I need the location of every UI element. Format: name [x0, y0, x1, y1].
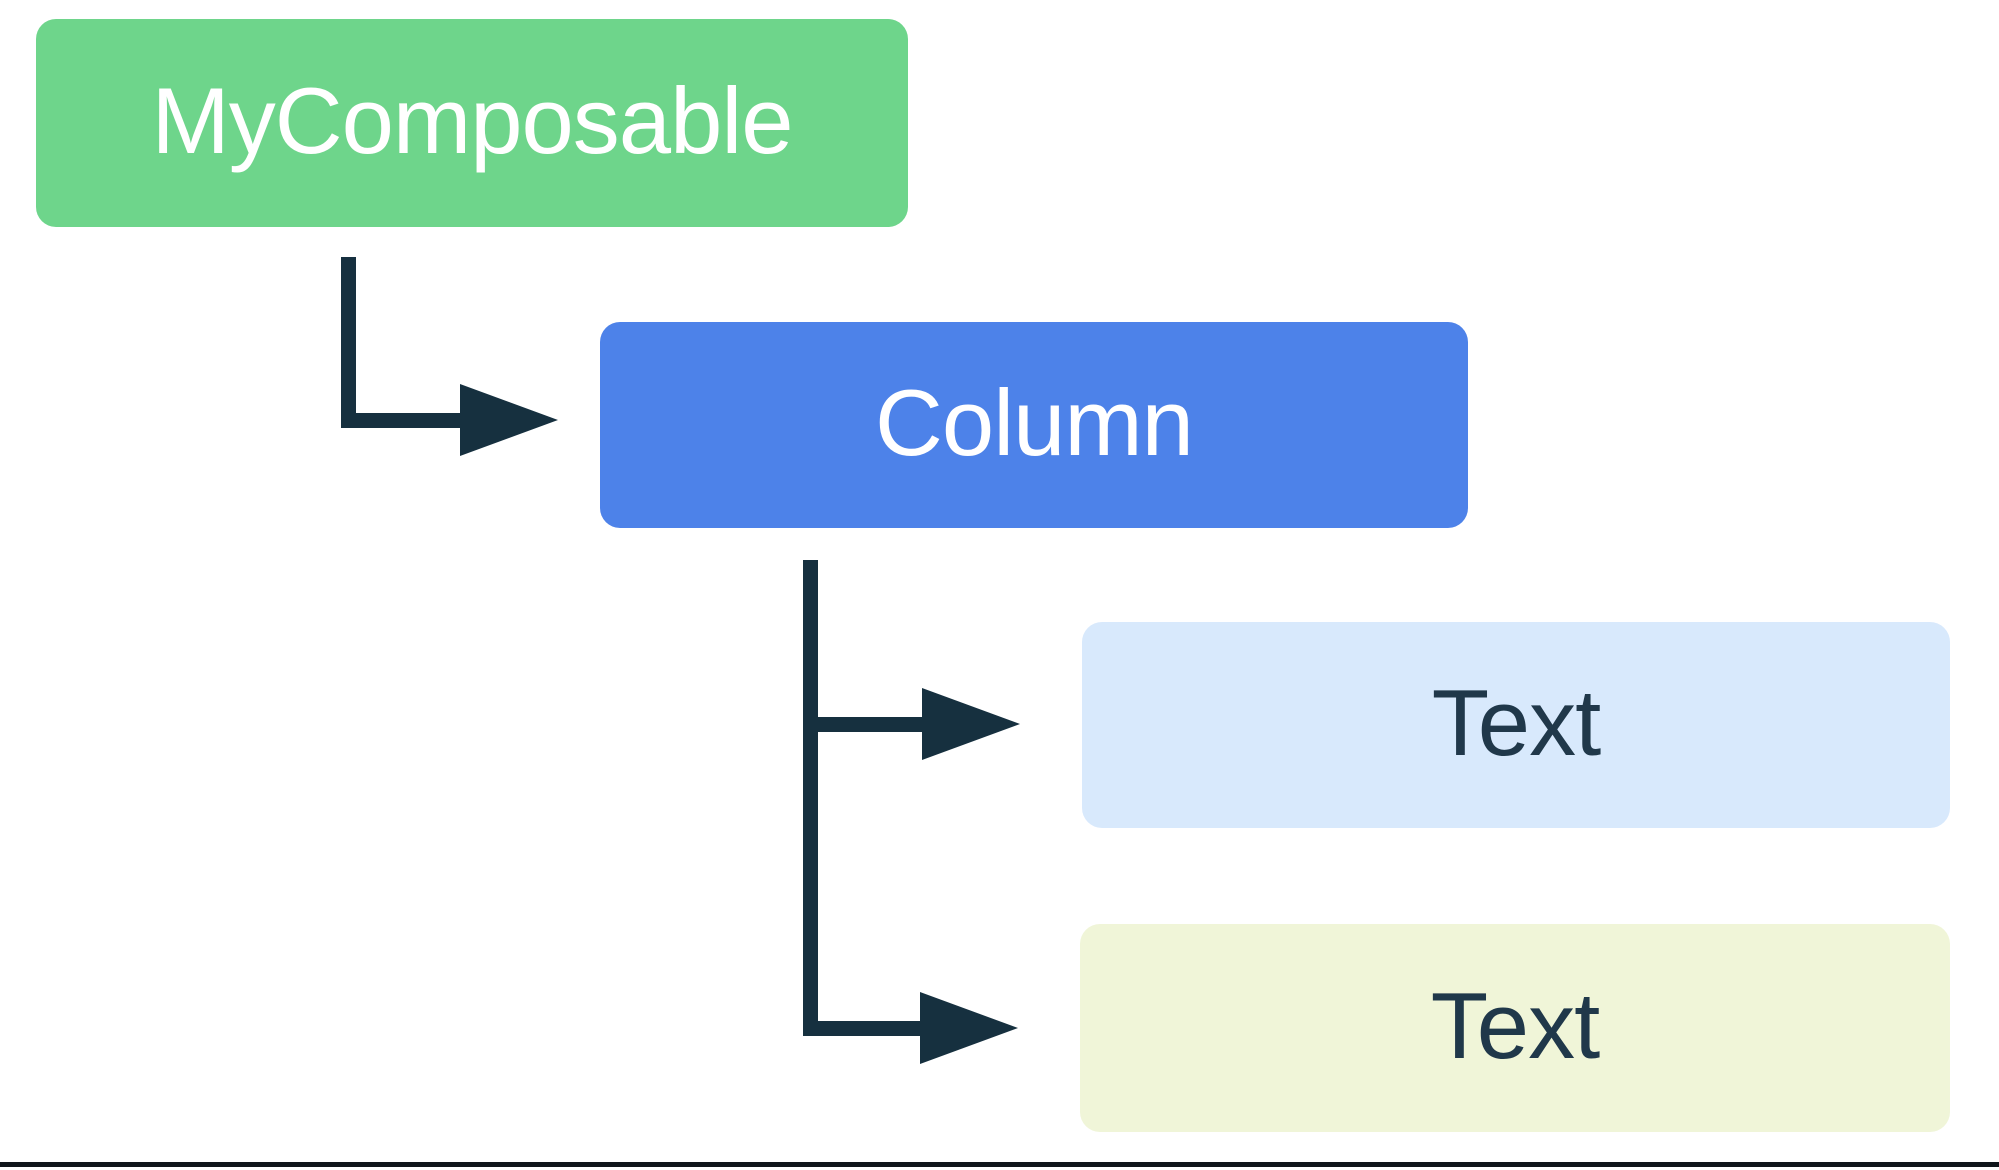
- arrowhead-icon: [460, 384, 558, 456]
- edge-horizontal-line: [341, 413, 460, 428]
- edge-horizontal-line-text-1: [803, 717, 922, 732]
- node-column-label: Column: [875, 370, 1194, 475]
- arrowhead-icon: [922, 688, 1020, 760]
- edge-vertical-line: [341, 257, 356, 427]
- edge-vertical-trunk-line: [803, 560, 818, 1036]
- node-mycomposable: MyComposable: [36, 19, 908, 227]
- node-text-1: Text: [1082, 622, 1950, 828]
- arrowhead-icon: [920, 992, 1018, 1064]
- node-column: Column: [600, 322, 1468, 528]
- edge-horizontal-line-text-2: [803, 1021, 920, 1036]
- node-text-1-label: Text: [1431, 670, 1601, 775]
- node-text-2-label: Text: [1430, 973, 1600, 1078]
- bottom-border-rule: [0, 1162, 1999, 1167]
- node-mycomposable-label: MyComposable: [151, 68, 793, 173]
- node-text-2: Text: [1080, 924, 1950, 1132]
